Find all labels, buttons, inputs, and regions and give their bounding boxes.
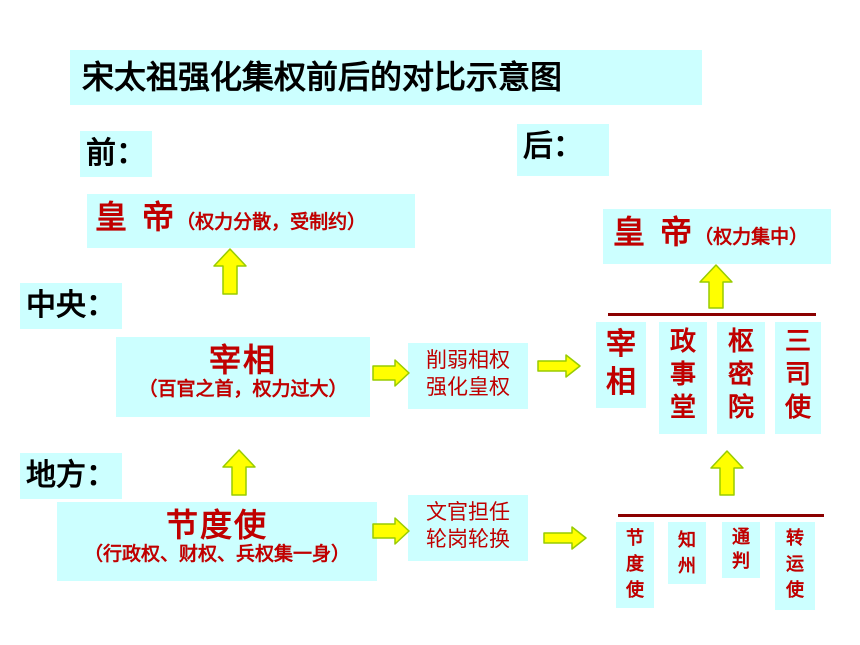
after-central-line <box>608 313 816 316</box>
measure-central-2: 强化皇权 <box>426 375 510 400</box>
after-central-office-4: 三司使 <box>775 322 821 434</box>
arrow-right-measure-to-after-local <box>543 526 587 550</box>
before-chancellor-box: 宰相 （百官之首，权力过大） <box>116 337 370 417</box>
arrow-up-chancellor-to-emperor <box>213 248 247 295</box>
before-jiedushi-name: 节度使 <box>165 506 268 544</box>
before-chancellor-name: 宰相 <box>208 341 277 379</box>
arrow-right-measure-to-after-central <box>537 354 581 378</box>
after-local-office-2: 知州 <box>668 522 706 584</box>
before-jiedushi-box: 节度使 （行政权、财权、兵权集一身） <box>57 502 377 581</box>
measure-central-1: 削弱相权 <box>426 348 510 372</box>
before-emperor-box: 皇 帝（权力分散，受制约） <box>87 194 415 248</box>
measure-local-1: 文官担任 <box>426 500 510 524</box>
after-central-office-1: 宰相 <box>596 322 646 408</box>
before-chancellor-note: （百官之首，权力过大） <box>138 378 348 401</box>
arrow-up-after-local-to-central <box>710 450 744 496</box>
arrow-right-chancellor-to-measure <box>372 359 410 387</box>
label-local: 地方： <box>20 453 122 499</box>
after-central-office-3: 枢密院 <box>717 322 765 434</box>
measures-central-box: 削弱相权 强化皇权 <box>408 343 528 409</box>
label-after: 后： <box>517 124 609 176</box>
before-jiedushi-note: （行政权、财权、兵权集一身） <box>83 543 350 566</box>
arrow-up-after-central-to-emperor <box>699 264 733 309</box>
after-local-line <box>618 514 824 517</box>
after-central-office-2: 政事堂 <box>659 322 707 434</box>
arrow-up-jiedushi-to-chancellor <box>222 449 256 496</box>
label-central: 中央： <box>20 283 122 329</box>
diagram-title: 宋太祖强化集权前后的对比示意图 <box>70 50 702 105</box>
after-local-office-4: 转运使 <box>775 522 815 610</box>
after-emperor-note: （权力集中） <box>694 226 809 248</box>
after-emperor-name: 皇 帝 <box>613 213 695 251</box>
after-emperor-box: 皇 帝（权力集中） <box>603 209 831 264</box>
before-emperor-name: 皇 帝 <box>95 198 177 236</box>
arrow-right-jiedushi-to-measure <box>372 517 410 545</box>
label-before: 前： <box>80 131 152 177</box>
before-emperor-note: （权力分散，受制约） <box>176 211 367 233</box>
after-local-office-1: 节度使 <box>616 522 654 608</box>
after-local-office-3: 通判 <box>722 522 760 578</box>
measure-local-2: 轮岗轮换 <box>426 527 510 552</box>
measures-local-box: 文官担任 轮岗轮换 <box>408 495 528 561</box>
